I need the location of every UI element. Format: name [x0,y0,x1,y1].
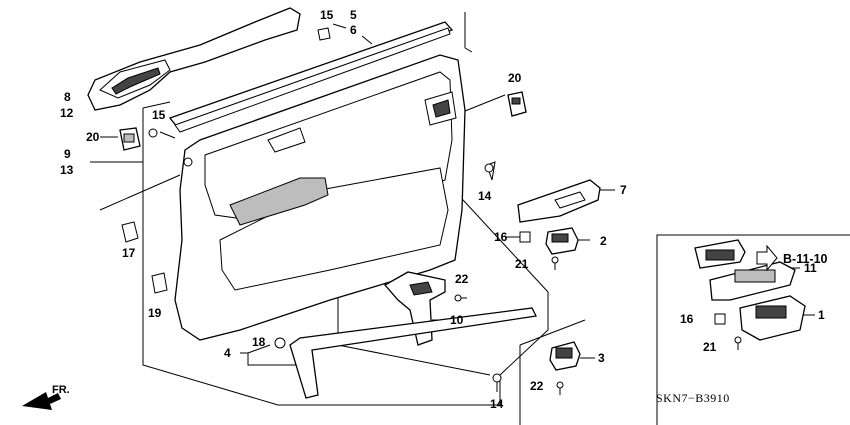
lower-seal-part [289,307,537,399]
fasteners [121,27,742,395]
callout-13: 13 [60,163,74,177]
callout-14a: 14 [478,189,492,203]
callout-7: 7 [620,183,627,197]
callout-22a: 22 [455,272,469,286]
callout-19: 19 [148,306,162,320]
diagram-code: SKN7−B3910 [656,391,730,405]
clip-part-20-left [119,127,141,151]
master-switch-assembly [694,239,806,341]
armrest-trim-part [87,7,301,111]
callout-21a: 21 [515,257,529,271]
callout-9: 9 [64,147,71,161]
callout-16a: 16 [494,230,508,244]
callout-20b: 20 [508,71,522,85]
callout-10: 10 [450,313,464,327]
callout-21b: 21 [703,340,717,354]
callout-3: 3 [598,351,605,365]
callout-2: 2 [600,234,607,248]
callout-22b: 22 [530,379,544,393]
callout-20a: 20 [86,130,100,144]
callout-1: 1 [818,308,825,322]
clip-part-20-upper [507,91,527,117]
switch-part-2 [545,227,579,255]
callout-5: 5 [350,8,357,22]
callout-16b: 16 [680,312,694,326]
front-direction-label: FR. [52,384,70,396]
callout-6: 6 [350,23,357,37]
callout-17: 17 [122,246,136,260]
callout-15a: 15 [320,8,334,22]
callout-15b: 15 [152,108,166,122]
callout-4: 4 [224,346,231,360]
callout-8: 8 [64,90,71,104]
weatherstrip-part [168,21,454,133]
callout-18: 18 [252,335,266,349]
front-direction-arrow-icon [22,392,61,410]
door-lining-panel [174,54,466,341]
reference-label: B-11-10 [783,252,828,266]
callout-12: 12 [60,106,74,120]
callout-14b: 14 [490,397,504,411]
reference-arrow [756,244,778,272]
callout-11: 11 [804,261,817,275]
switch-panel-part [517,179,601,223]
switch-part-3 [549,341,581,371]
